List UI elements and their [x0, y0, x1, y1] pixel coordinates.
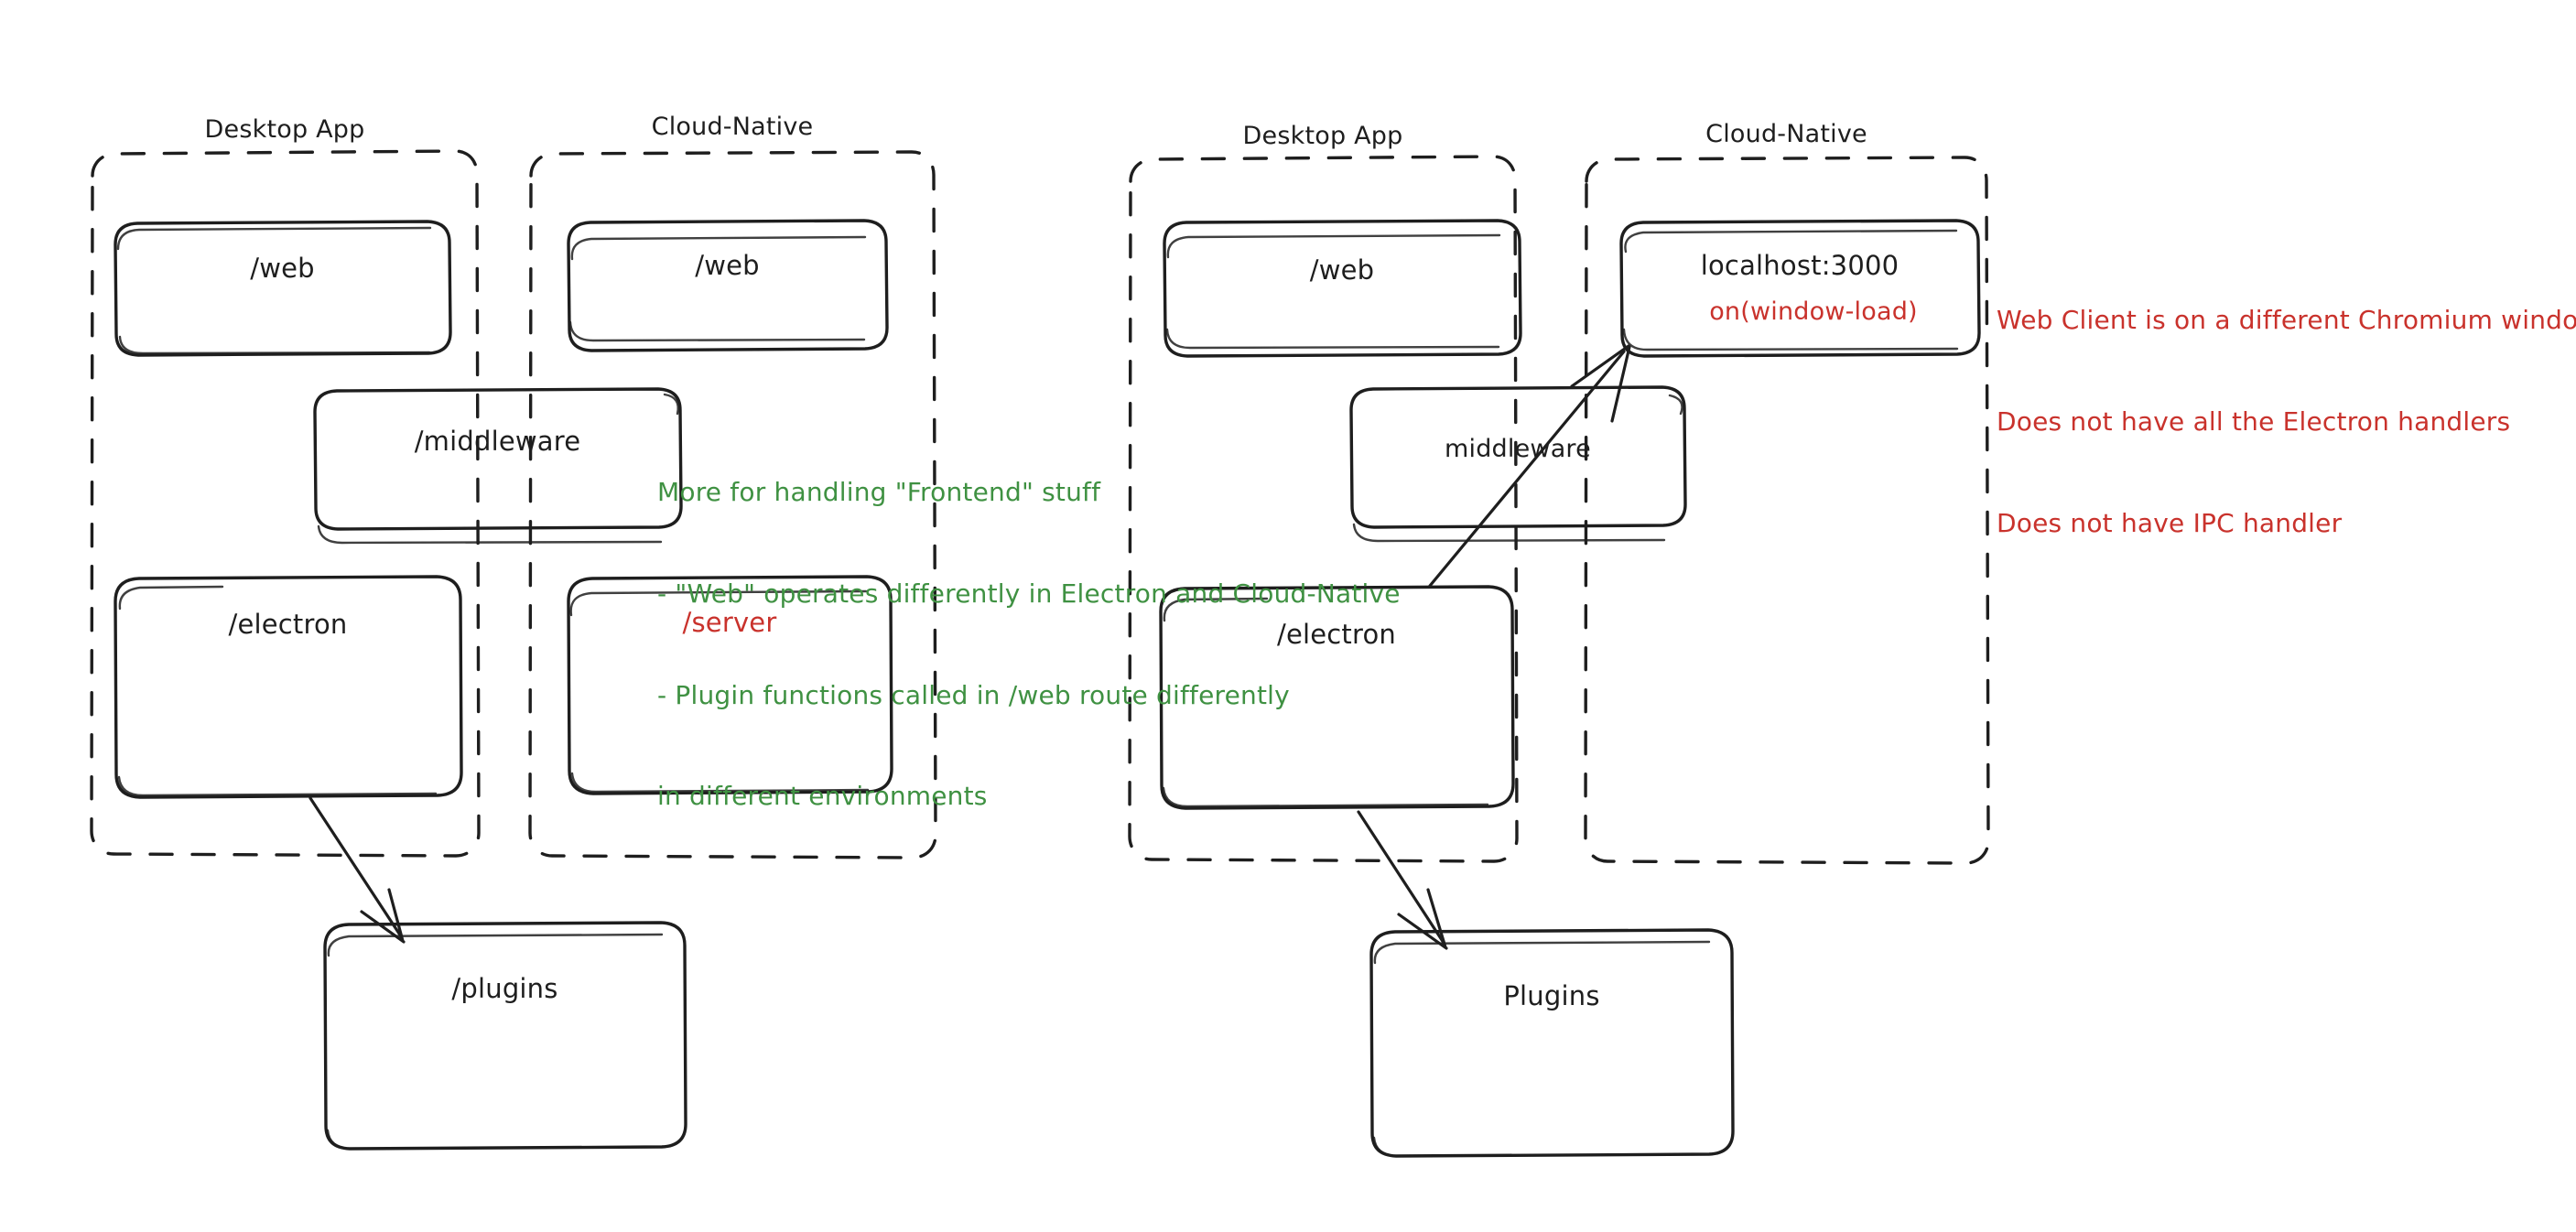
annotation-web-client-note-line-2: Does not have all the Electron handlers [1997, 405, 2511, 437]
group-title-left-cloud-native: Cloud-Native [651, 113, 814, 141]
group-title-left-desktop-app: Desktop App [204, 115, 365, 144]
box-label-right-desktop-web: /web [1309, 254, 1375, 286]
annotation-web-client-note: Web Client is on a different Chromium wi… [1997, 236, 2576, 608]
box-frame-left-plugins [323, 921, 687, 1151]
annotation-frontend-note-line-4: in different environments [657, 781, 988, 812]
box-frame-left-server [567, 575, 893, 795]
group-title-right-desktop-app: Desktop App [1242, 122, 1403, 150]
group-title-right-cloud-native: Cloud-Native [1705, 120, 1867, 148]
box-label-right-plugins: Plugins [1503, 980, 1600, 1011]
box-label-left-server: /server [682, 607, 777, 638]
box-frame-right-desktop-web [1163, 219, 1522, 358]
box-label-left-electron: /electron [228, 609, 348, 640]
annotation-frontend-note-line-3: - Plugin functions called in /web route … [657, 679, 1290, 710]
box-frame-left-electron [114, 575, 463, 799]
box-label-right-electron: /electron [1276, 619, 1397, 650]
box-frame-right-electron [1159, 585, 1515, 810]
box-frame-left-desktop-web [114, 220, 452, 357]
arrow-left-electron-to-plugins [308, 796, 406, 944]
annotation-frontend-note-line-2: - "Web" operates differently in Electron… [657, 578, 1401, 609]
box-frame-right-localhost [1619, 219, 1981, 358]
box-label-left-cloud-web: /web [695, 250, 760, 281]
box-label-left-middleware: /middleware [414, 426, 581, 457]
box-label-left-desktop-web: /web [250, 253, 315, 284]
arrow-right-electron-to-plugins [1357, 810, 1448, 950]
arrow-right-electron-to-localhost [1428, 344, 1631, 588]
annotation-frontend-note: More for handling "Frontend" stuff - "We… [657, 408, 1401, 881]
group-frame-left-desktop-app [90, 149, 481, 858]
box-frame-left-middleware [313, 387, 683, 545]
group-frame-right-desktop-app [1128, 155, 1519, 863]
box-sublabel-right-localhost-on-window-load: on(window-load) [1709, 297, 1918, 326]
annotation-web-client-note-line-3: Does not have IPC handler [1997, 507, 2343, 538]
box-frame-right-middleware [1349, 385, 1687, 543]
box-frame-right-plugins [1369, 928, 1735, 1158]
box-label-right-localhost: localhost:3000 [1700, 250, 1900, 281]
box-frame-left-cloud-web [567, 219, 889, 352]
annotation-frontend-note-line-1: More for handling "Frontend" stuff [657, 476, 1101, 507]
box-label-left-plugins: /plugins [451, 973, 558, 1004]
group-frame-right-cloud-native [1584, 156, 1990, 865]
annotation-web-client-note-line-1: Web Client is on a different Chromium wi… [1997, 304, 2576, 335]
box-label-right-middleware: middleware [1445, 435, 1591, 463]
